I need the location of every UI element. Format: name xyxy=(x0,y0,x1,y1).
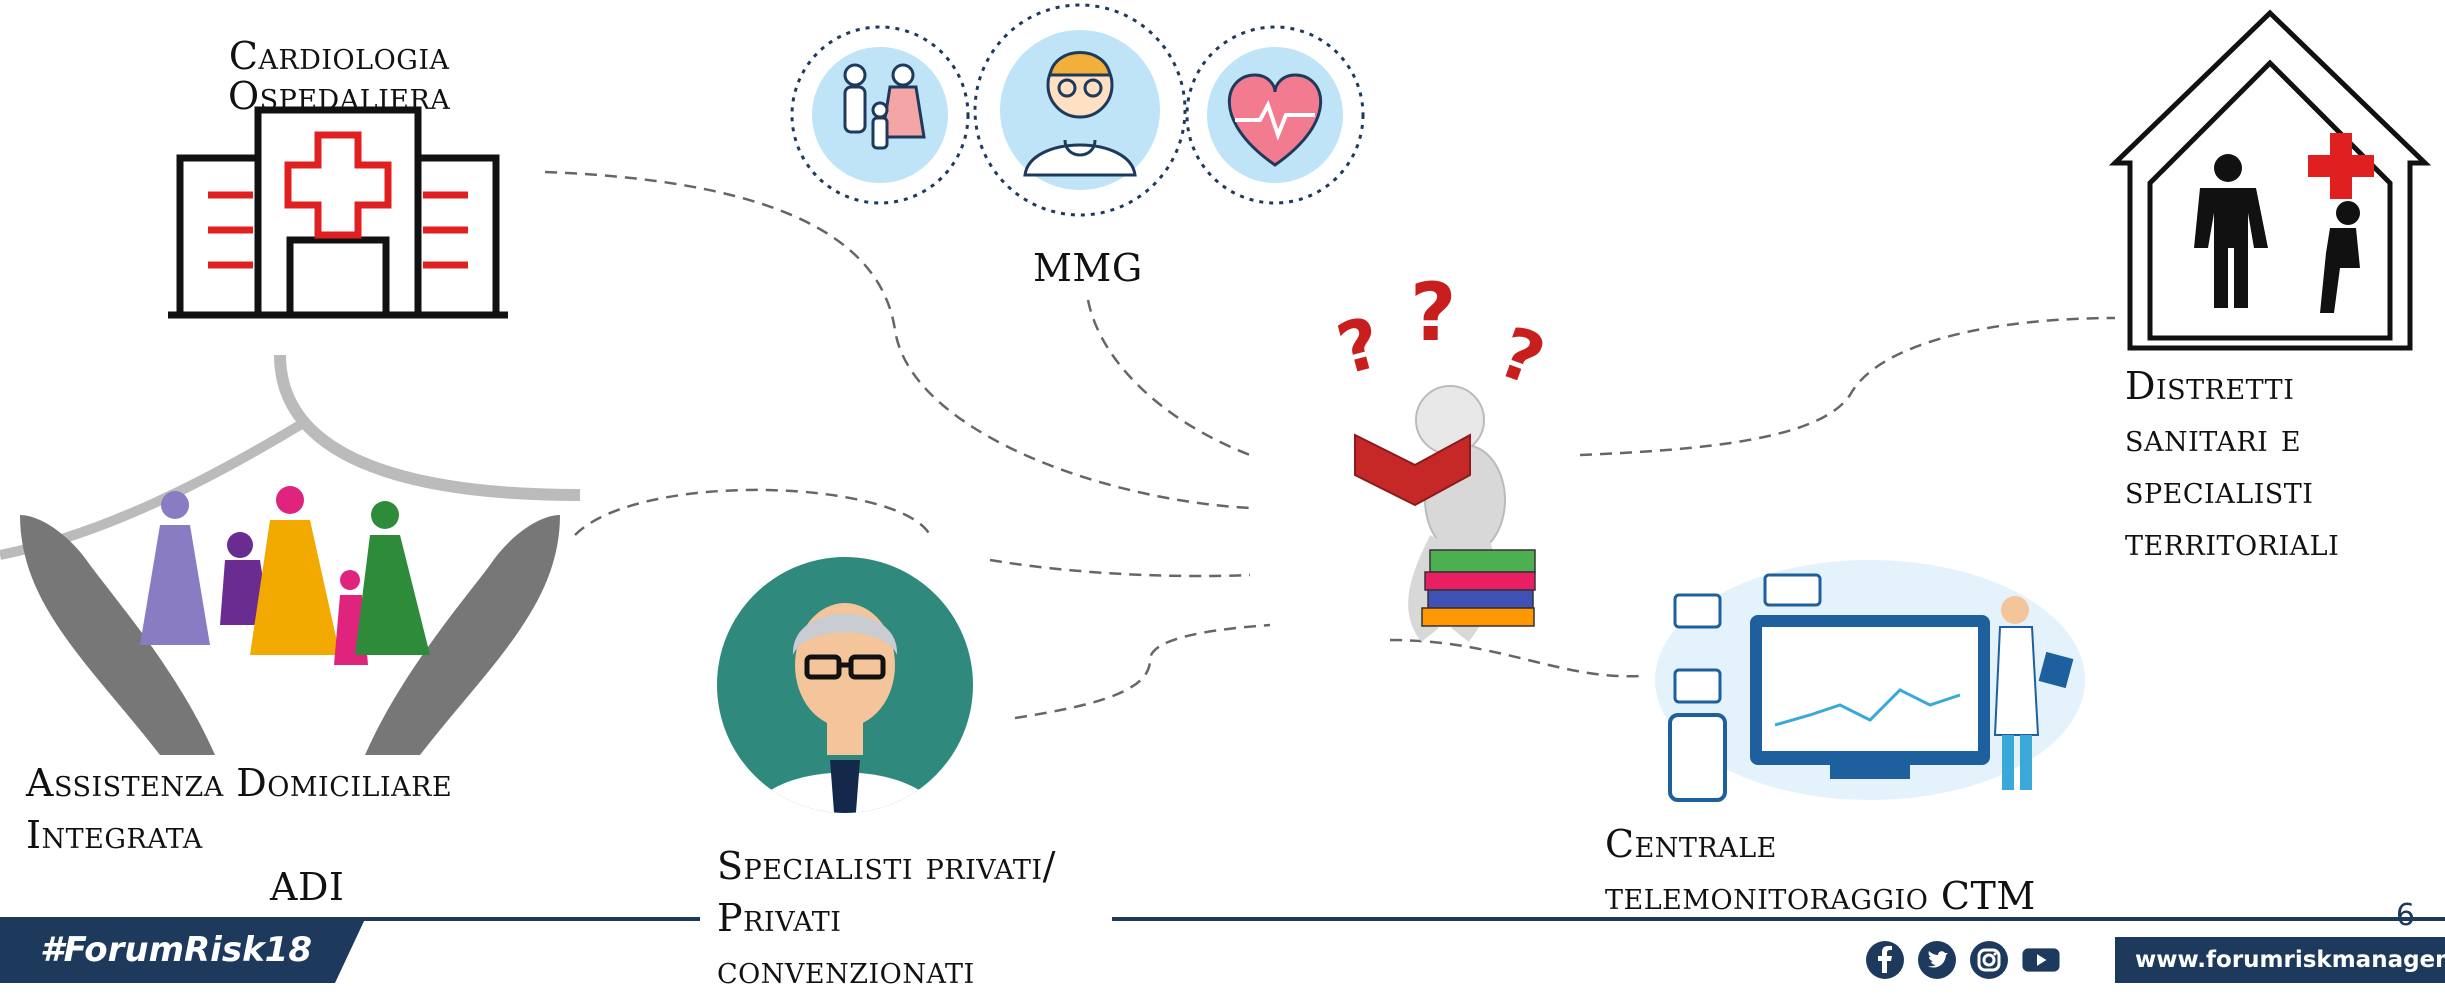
connector-ctm xyxy=(1389,638,1641,678)
hashtag-label: #ForumRisk18 xyxy=(40,930,312,970)
telemonitoring-icon xyxy=(1655,560,2085,802)
thinking-figure-icon: ? ? ? xyxy=(1329,266,1555,642)
question-mark-top: ? xyxy=(1410,266,1456,359)
connector-adi xyxy=(574,488,932,536)
label-distretti-line4: territoriali xyxy=(2125,520,2340,564)
connector-specialisti-2 xyxy=(1014,623,1271,720)
label-specialisti-privati: Specialisti privati/ Privati convenziona… xyxy=(717,840,1056,996)
specialist-avatar-icon xyxy=(717,557,973,813)
question-mark-left: ? xyxy=(1329,301,1389,391)
facebook-icon[interactable] xyxy=(1865,940,1905,980)
connector-distretti xyxy=(1579,316,2116,457)
book-stack xyxy=(1421,549,1536,627)
page-number: 6 xyxy=(2395,898,2415,933)
family-icon xyxy=(790,25,970,205)
twitter-icon[interactable] xyxy=(1917,940,1957,980)
label-cardiologia-line2: Ospedaliera xyxy=(228,74,451,118)
label-mmg: MMG xyxy=(1033,246,1143,290)
label-ctm-line2: telemonitoraggio CTM xyxy=(1605,874,2036,918)
instagram-icon[interactable] xyxy=(1969,940,2009,980)
label-adi: Assistenza Domiciliare Integrata ADI xyxy=(26,757,452,913)
label-distretti-line1: Distretti xyxy=(2125,364,2295,408)
label-cardiologia: Cardiologia Ospedaliera xyxy=(228,30,450,122)
connector-mmg xyxy=(1086,299,1251,457)
doctor-icon xyxy=(973,3,1187,217)
label-ctm-line1: Centrale xyxy=(1605,822,1777,866)
footer-bar xyxy=(0,917,2445,983)
label-specialisti-line3: convenzionati xyxy=(717,948,975,992)
connector-specialisti xyxy=(989,558,1251,578)
heart-icon xyxy=(1185,25,1365,205)
label-distretti-line2: sanitari e xyxy=(2125,416,2302,460)
label-specialisti-line1: Specialisti privati/ xyxy=(717,844,1056,888)
label-adi-line3: ADI xyxy=(270,865,345,909)
hospital-icon xyxy=(168,106,508,319)
label-adi-line2: Integrata xyxy=(26,813,203,857)
website-link[interactable]: www.forumriskmanagement.it xyxy=(2115,937,2445,983)
label-ctm: Centrale telemonitoraggio CTM xyxy=(1605,818,2036,922)
label-specialisti-line2: Privati xyxy=(717,896,842,940)
red-book xyxy=(1354,433,1471,507)
youtube-icon[interactable] xyxy=(2021,940,2061,980)
home-care-hands-icon xyxy=(0,354,581,755)
connector-cardiologia xyxy=(544,170,1251,510)
label-adi-line1: Assistenza Domiciliare xyxy=(26,761,453,805)
district-house-icon xyxy=(2108,9,2432,351)
question-mark-right: ? xyxy=(1489,311,1555,402)
label-distretti-line3: specialisti xyxy=(2125,468,2314,512)
label-distretti: Distretti sanitari e specialisti territo… xyxy=(2125,360,2339,568)
label-cardiologia-line1: Cardiologia xyxy=(228,34,450,78)
